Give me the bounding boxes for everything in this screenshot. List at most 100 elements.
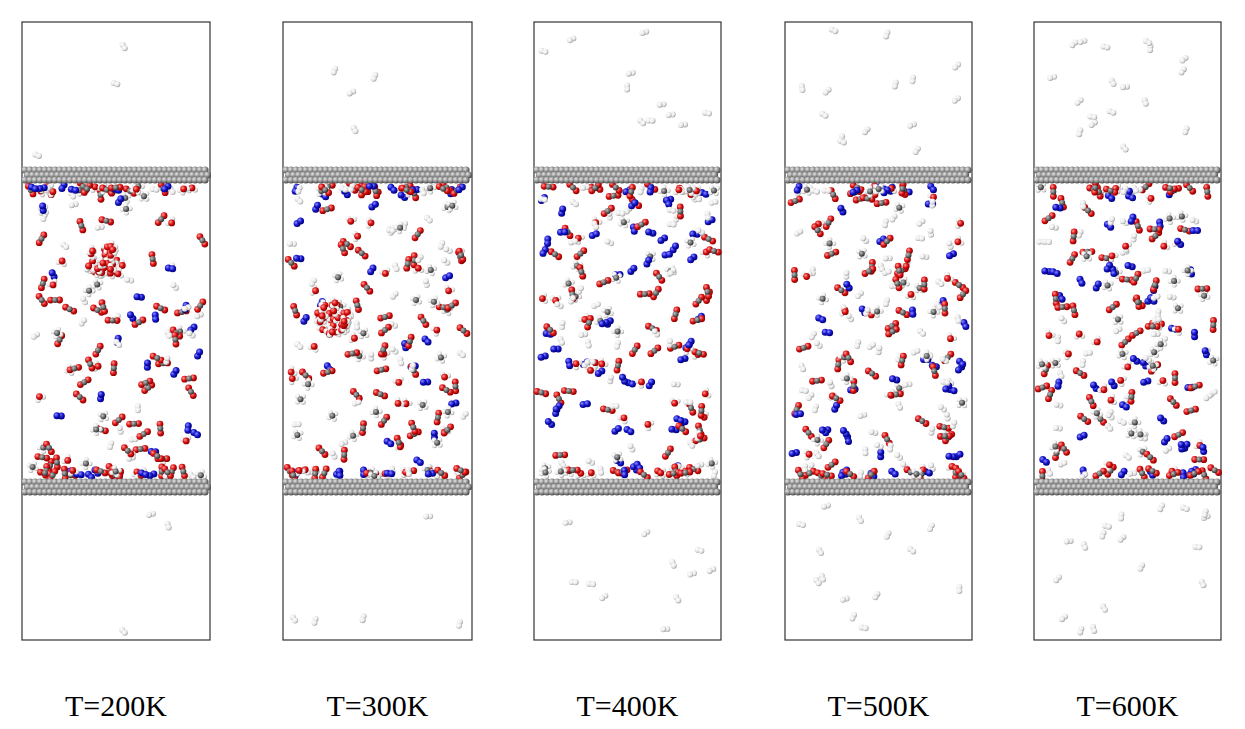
atom <box>640 120 646 126</box>
atom <box>42 470 48 476</box>
atom <box>87 361 93 367</box>
atom <box>462 488 469 495</box>
atom <box>158 216 164 222</box>
atom <box>144 359 151 366</box>
atom <box>368 219 375 226</box>
atom <box>122 45 128 51</box>
atom <box>443 246 449 252</box>
atom <box>36 393 43 400</box>
atom <box>367 268 374 275</box>
atom <box>395 400 402 407</box>
atom <box>687 256 694 263</box>
atom <box>359 187 365 193</box>
atom <box>116 417 122 423</box>
atom <box>387 440 394 447</box>
atom <box>449 302 455 308</box>
atom <box>397 225 403 231</box>
atom <box>164 355 170 361</box>
atom <box>394 266 400 272</box>
atom <box>356 399 362 405</box>
atom <box>141 193 147 199</box>
atom <box>557 452 563 458</box>
atom <box>133 186 140 193</box>
atom <box>31 334 37 340</box>
atom <box>311 620 317 626</box>
atom <box>95 225 101 231</box>
atom <box>561 228 568 235</box>
atom <box>421 190 427 196</box>
atom <box>95 347 101 353</box>
atom <box>420 318 426 324</box>
atom <box>407 338 413 344</box>
atom <box>566 362 573 369</box>
atom <box>100 304 106 310</box>
atom <box>672 243 679 250</box>
atom <box>359 250 365 256</box>
atom <box>314 202 321 209</box>
atom <box>71 366 77 372</box>
atom <box>644 421 651 428</box>
atom <box>431 430 438 437</box>
atom <box>608 374 614 380</box>
atom <box>331 69 337 75</box>
atom <box>396 439 402 445</box>
atom <box>297 396 303 402</box>
atom <box>460 352 466 358</box>
atom <box>138 446 144 452</box>
atom <box>435 414 441 420</box>
atom <box>566 281 572 287</box>
atom <box>134 293 141 300</box>
atom <box>615 425 622 432</box>
atom <box>542 49 548 55</box>
atom <box>463 411 469 417</box>
atom <box>141 431 147 437</box>
atom <box>54 459 60 465</box>
atom <box>438 470 444 476</box>
atom <box>161 186 168 193</box>
atom <box>378 391 384 397</box>
atom <box>311 343 318 350</box>
atom <box>632 347 638 353</box>
atom <box>69 202 75 208</box>
atom <box>297 344 303 350</box>
atom <box>405 261 411 267</box>
atom <box>671 563 677 569</box>
atom <box>194 313 200 319</box>
atom <box>438 244 444 250</box>
atom <box>382 270 389 277</box>
atom <box>390 294 396 300</box>
atom <box>665 201 672 208</box>
atom <box>157 426 163 432</box>
atom <box>36 153 42 159</box>
atom <box>423 278 429 284</box>
atom <box>415 265 422 272</box>
atom <box>107 444 113 450</box>
atom <box>373 409 379 415</box>
atom <box>689 231 696 238</box>
atom <box>434 440 440 446</box>
atom <box>198 472 204 478</box>
atom <box>172 337 178 343</box>
atom <box>184 427 191 434</box>
atom <box>64 457 71 464</box>
atom <box>186 376 192 382</box>
atom <box>349 350 355 356</box>
atom <box>127 311 134 318</box>
atom <box>443 387 449 393</box>
atom <box>629 381 636 388</box>
atom <box>93 427 99 433</box>
atom <box>415 257 421 263</box>
atom <box>54 330 60 336</box>
atom <box>196 349 203 356</box>
atom <box>109 246 116 253</box>
atom <box>672 344 678 350</box>
atom <box>201 176 208 183</box>
atom <box>50 281 57 288</box>
atom <box>294 432 300 438</box>
atom <box>657 102 663 108</box>
atom <box>146 512 152 518</box>
atom <box>650 118 656 124</box>
atom <box>107 266 114 273</box>
atom <box>58 185 65 192</box>
